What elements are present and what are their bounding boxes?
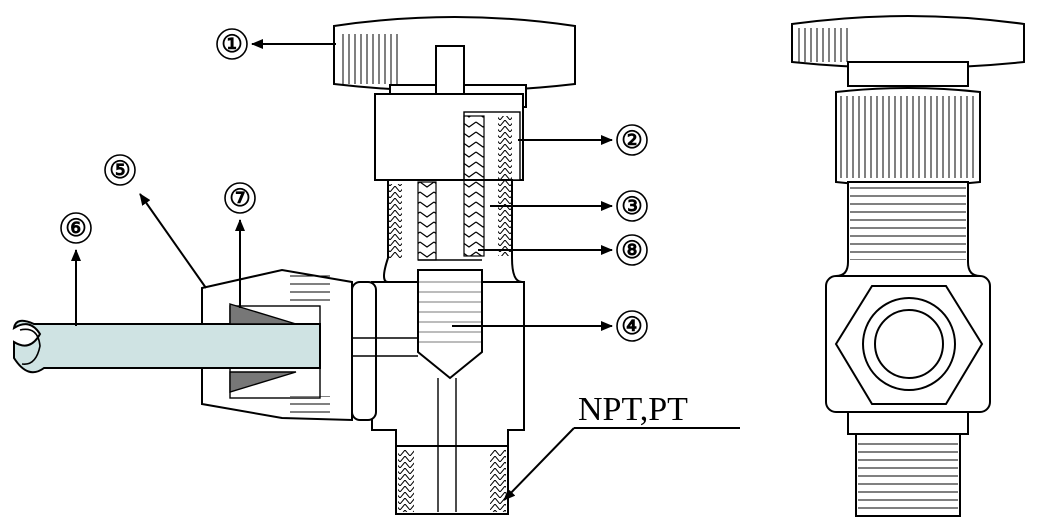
callout-4-label: ④ bbox=[621, 314, 643, 340]
callout-3-label: ③ bbox=[621, 194, 643, 220]
bonnet bbox=[383, 115, 523, 283]
front-bonnet bbox=[835, 181, 981, 277]
callout-5-label: ⑤ bbox=[109, 158, 131, 184]
front-handwheel bbox=[791, 15, 1025, 87]
front-body bbox=[825, 275, 991, 413]
callout-4: ④ bbox=[452, 310, 648, 342]
callout-6: ⑥ bbox=[60, 212, 92, 326]
tube bbox=[12, 319, 321, 374]
callout-5: ⑤ bbox=[104, 154, 207, 289]
callout-6-label: ⑥ bbox=[65, 216, 87, 242]
thread-note-label: NPT,PT bbox=[578, 391, 688, 428]
section-view bbox=[12, 16, 576, 515]
callout-8-label: ⑧ bbox=[621, 238, 643, 264]
thread-note: NPT,PT bbox=[503, 391, 740, 501]
ferrule bbox=[229, 303, 297, 393]
callout-2: ② bbox=[518, 124, 648, 156]
front-bonnet-nut bbox=[835, 87, 981, 187]
callout-3: ③ bbox=[490, 190, 648, 222]
callout-1-label: ① bbox=[221, 32, 243, 58]
front-view bbox=[791, 15, 1025, 517]
callout-7: ⑦ bbox=[224, 182, 256, 308]
front-outlet bbox=[847, 411, 969, 517]
callout-2-label: ② bbox=[621, 128, 643, 154]
callout-1: ① bbox=[216, 28, 336, 60]
callout-8: ⑧ bbox=[478, 234, 648, 266]
callout-7-label: ⑦ bbox=[229, 186, 251, 212]
